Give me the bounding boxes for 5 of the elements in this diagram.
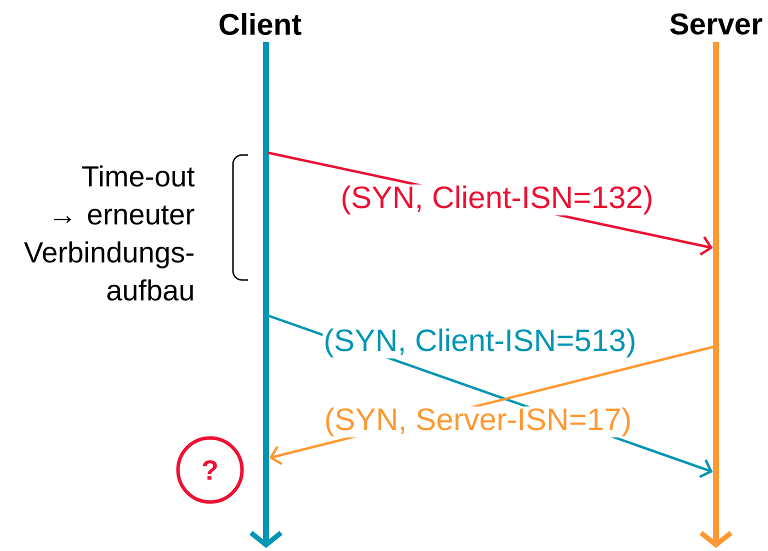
lifeline-header: Server [670,13,762,35]
edge-label: (SYN, Client-ISN=132) [340,184,654,216]
lifeline-header: Client [220,12,302,36]
edge-label: (SYN, Server-ISN=17) [323,406,633,438]
edge-label: (SYN, Client-ISN=513) [322,328,638,358]
